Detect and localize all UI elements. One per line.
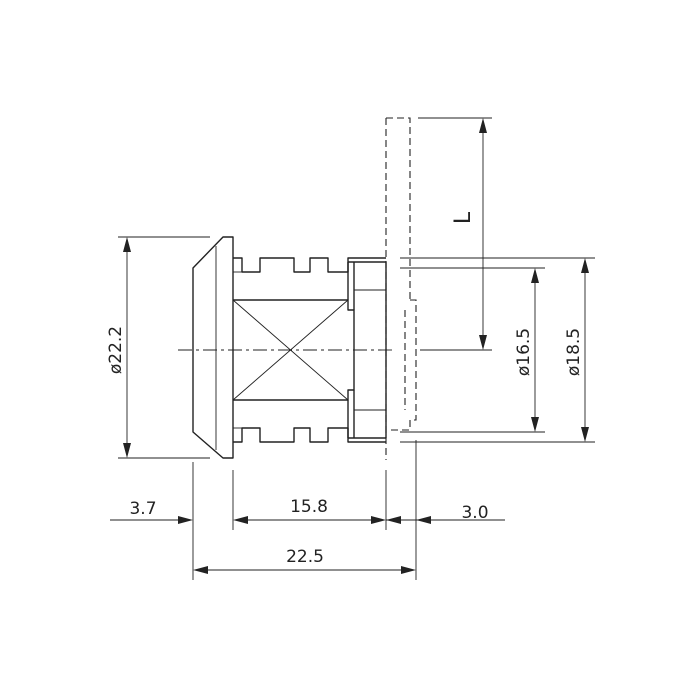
dim-flange-width: 3.7 bbox=[129, 499, 156, 519]
dim-flange-diameter: ø22.2 bbox=[106, 326, 126, 374]
dim-body-diameter-small: ø16.5 bbox=[514, 328, 534, 376]
dim-cam-length: L bbox=[451, 211, 476, 224]
dim-body-diameter-large: ø18.5 bbox=[564, 328, 584, 376]
dim-body-length: 15.8 bbox=[290, 497, 328, 517]
dim-overall-length: 22.5 bbox=[286, 547, 324, 567]
flange bbox=[192, 236, 234, 459]
dim-cam-thickness: 3.0 bbox=[461, 503, 488, 523]
extension-lines bbox=[118, 117, 595, 580]
dimension-lines bbox=[110, 118, 589, 574]
cam-plate bbox=[385, 117, 417, 460]
